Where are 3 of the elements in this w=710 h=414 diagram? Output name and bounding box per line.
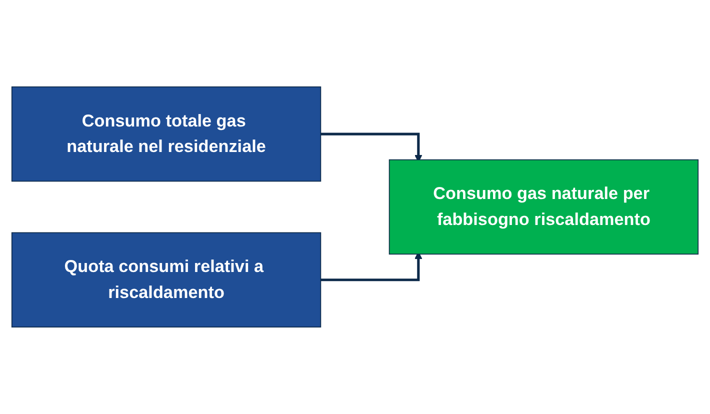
node-box: Consumo totale gas naturale nel residenziale [11,86,322,182]
node-box: Consumo gas naturale per fabbisogno riscaldamento [388,159,699,255]
node-box: Quota consumi relativi a riscaldamento [11,232,322,328]
